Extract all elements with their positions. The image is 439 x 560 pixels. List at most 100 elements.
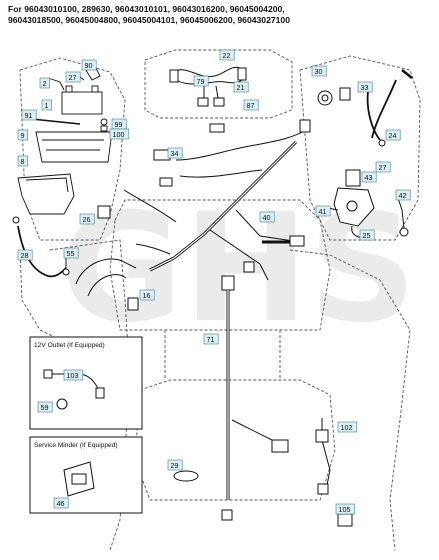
- battery-tray-9: [35, 131, 113, 163]
- minder-inset-title: Service Minder (If Equipped): [34, 442, 118, 449]
- part-label-text: 105: [339, 505, 351, 514]
- header-line-1: For 96043010100, 289630, 96043010101, 96…: [8, 4, 285, 14]
- part-label-p1: 1: [41, 99, 52, 111]
- battery-box-8: [17, 173, 75, 215]
- part-label-text: 21: [237, 83, 245, 92]
- part-label-text: 16: [143, 291, 151, 300]
- part-label-text: 28: [21, 251, 29, 260]
- cable-end-top: [401, 69, 413, 79]
- part-label-text: 87: [247, 101, 255, 110]
- left-side-parts: [12, 205, 139, 311]
- headlight-connector-right: [237, 67, 247, 81]
- terminal-bolt-2: [47, 77, 65, 91]
- harness-102: [321, 418, 331, 491]
- part-label-text: 8: [21, 157, 25, 166]
- hood-outline: [144, 49, 293, 119]
- part-label-text: 26: [83, 215, 91, 224]
- part-label-p71: 71: [203, 333, 219, 345]
- part-label-p103: 103: [63, 369, 84, 381]
- part-label-text: 43: [365, 173, 373, 182]
- part-label-p55: 55: [63, 247, 79, 259]
- outlet-inset-title: 12V Outlet (If Equipped): [34, 342, 105, 349]
- connector-102-end: [317, 483, 329, 495]
- part-label-box: [385, 129, 401, 141]
- part-label-text: 40: [263, 213, 271, 222]
- right-frame-rail: [289, 249, 411, 551]
- bolt-99: [100, 118, 108, 126]
- part-label-p34: 34: [167, 147, 183, 159]
- part-label-text: 25: [363, 231, 371, 240]
- connector-right-end: [289, 235, 305, 247]
- part-label-p102: 102: [337, 421, 358, 433]
- part-label-box: [17, 129, 28, 141]
- part-label-p91: 91: [21, 109, 37, 121]
- battery-terminal-neg: [65, 85, 73, 93]
- solenoid-group: [327, 169, 409, 239]
- connector-79: [197, 97, 209, 107]
- battery: [61, 91, 103, 115]
- part-label-text: 90: [85, 61, 93, 70]
- service-minder-display: [71, 473, 87, 485]
- header-line-2: 96043018500, 96045004800, 96045004101, 9…: [8, 15, 290, 25]
- part-label-text: 79: [197, 77, 205, 86]
- part-label-box: [63, 369, 84, 381]
- tray-ribs: [42, 139, 104, 151]
- part-label-text: 102: [341, 423, 353, 432]
- cable-ring-terminal: [378, 139, 386, 147]
- part-label-box: [109, 128, 130, 140]
- part-label-box: [203, 333, 219, 345]
- harness-trunk-inner: [149, 141, 297, 271]
- part-label-p87: 87: [243, 99, 259, 111]
- connector-34b: [159, 177, 173, 187]
- part-label-box: [167, 147, 183, 159]
- part-label-text: 100: [113, 130, 125, 139]
- part-label-p8: 8: [17, 155, 28, 167]
- part-label-p26: 26: [79, 213, 95, 225]
- ignition-switch-core: [321, 94, 329, 102]
- connector-34: [153, 149, 171, 161]
- outlet-inset: 12V Outlet (If Equipped): [29, 336, 143, 430]
- part-labels: 2279019199100982279218733302434274342412…: [17, 49, 411, 515]
- service-minder-46: [63, 461, 95, 497]
- part-label-box: [375, 161, 391, 173]
- part-label-box: [361, 171, 377, 183]
- connector-lower: [243, 261, 255, 273]
- part-label-p22: 22: [219, 49, 235, 61]
- part-label-box: [63, 247, 79, 259]
- part-label-text: 103: [67, 371, 79, 380]
- harness-lower-branch: [209, 229, 269, 281]
- main-harness-40: [123, 119, 311, 281]
- harness-left-lower: [75, 258, 137, 285]
- part-label-box: [335, 503, 356, 515]
- fuse-holder-body: [173, 470, 199, 482]
- part-label-box: [193, 75, 209, 87]
- part-label-box: [395, 189, 411, 201]
- part-label-text: 41: [319, 207, 327, 216]
- part-label-text: 27: [69, 73, 77, 82]
- part-label-p21: 21: [233, 81, 249, 93]
- part-label-p16: 16: [139, 289, 155, 301]
- harness-upper-branch: [175, 127, 311, 161]
- harness-left-lower-b: [87, 274, 127, 297]
- part-label-text: 27: [379, 163, 387, 172]
- part-label-box: [139, 289, 155, 301]
- ignition-group: [317, 69, 413, 147]
- connector-71-top: [221, 275, 235, 291]
- connector-21: [213, 97, 225, 107]
- part-label-text: 24: [389, 131, 397, 140]
- part-label-p27b: 27: [375, 161, 391, 173]
- ground-cable-24b: [371, 79, 397, 139]
- part-label-text: 30: [315, 67, 323, 76]
- outlet-connector-a: [43, 369, 53, 379]
- ignition-switch-30: [317, 90, 333, 106]
- part-label-text: 46: [57, 499, 65, 508]
- connector-pto: [299, 119, 311, 133]
- ground-cable-28: [17, 225, 67, 278]
- outlet-connector-b: [95, 387, 105, 399]
- battery-assembly: [17, 67, 113, 215]
- part-label-box: [243, 99, 259, 111]
- part-label-text: 1: [45, 101, 49, 110]
- part-label-text: 71: [207, 335, 215, 344]
- part-label-box: [79, 213, 95, 225]
